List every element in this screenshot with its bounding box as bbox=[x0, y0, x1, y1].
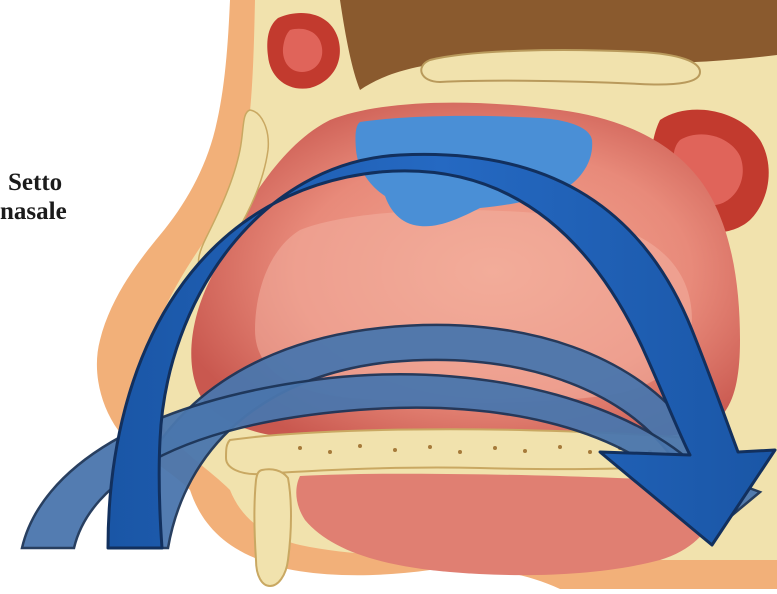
nasal-septum-label: Setto nasale bbox=[0, 168, 110, 226]
olfactory-bulb bbox=[421, 50, 700, 84]
label-line-2: nasale bbox=[0, 197, 110, 226]
incisor-tooth bbox=[255, 469, 292, 586]
label-line-1: Setto bbox=[0, 168, 110, 197]
